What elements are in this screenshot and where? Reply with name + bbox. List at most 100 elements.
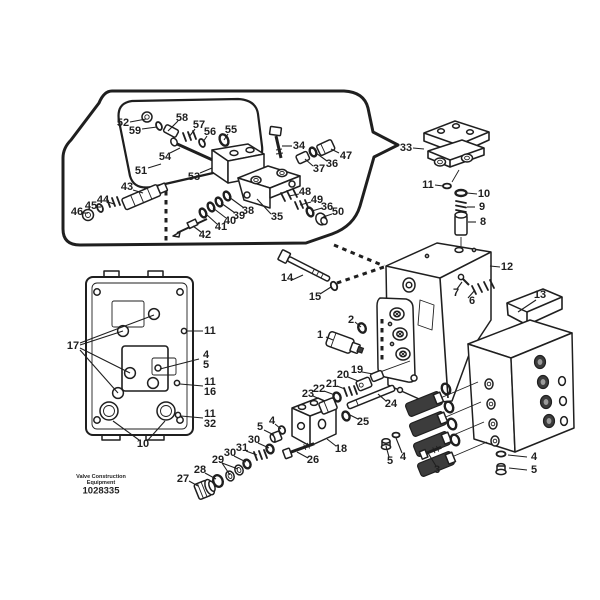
part-36-oring-upper xyxy=(308,146,318,158)
part-21-spring xyxy=(343,385,358,397)
leader-line-68 xyxy=(159,358,200,370)
part-label-5-59: 5 xyxy=(387,455,393,467)
leader-line-56 xyxy=(204,472,217,480)
part-label-39-20: 39 xyxy=(233,210,245,222)
part-label-36-11: 36 xyxy=(326,158,338,170)
part-label-10-29: 10 xyxy=(478,188,490,200)
leader-line-51 xyxy=(257,442,270,449)
leader-line-46 xyxy=(347,413,359,420)
part-label-16-67: 16 xyxy=(204,386,216,398)
part-6-spring xyxy=(471,279,495,295)
footer-line1: Valve Construction xyxy=(76,474,126,480)
leader-line-28 xyxy=(434,184,444,187)
leader-line-13 xyxy=(132,189,144,194)
part-label-20-41: 20 xyxy=(337,369,349,381)
mounting-plate xyxy=(85,270,194,441)
leader-line-47 xyxy=(326,438,337,447)
leader-line-8 xyxy=(199,167,213,174)
part-label-55-5: 55 xyxy=(225,124,237,136)
part-31-spring xyxy=(253,449,268,461)
part-40-ring xyxy=(206,201,216,213)
part-label-54-6: 54 xyxy=(159,151,172,163)
part-label-48-23: 48 xyxy=(299,186,311,198)
leader-line-45 xyxy=(377,393,387,402)
part-label-4-49: 4 xyxy=(269,415,276,427)
leader-line-2 xyxy=(167,120,179,132)
part-label-6-34: 6 xyxy=(469,295,475,307)
part-label-58-2: 58 xyxy=(176,112,188,124)
plate-port-10a xyxy=(99,401,119,421)
part-27-plug xyxy=(193,478,216,500)
part-52-plug xyxy=(141,111,153,123)
part-label-28-55: 28 xyxy=(194,464,206,476)
part-4-washer-low xyxy=(391,431,401,439)
part-label-44-14: 44 xyxy=(97,194,110,206)
leader-line-32 xyxy=(489,265,501,268)
part-label-33-27: 33 xyxy=(400,142,412,154)
part-label-21-42: 21 xyxy=(326,378,338,390)
part-label-52-0: 52 xyxy=(117,117,129,129)
part-label-5-61: 5 xyxy=(531,464,537,476)
part-label-56-4: 56 xyxy=(204,126,216,138)
plate-hole-17a xyxy=(147,307,161,321)
leader-line-36 xyxy=(291,274,304,281)
part-54-rod xyxy=(170,137,218,164)
leader-line-4 xyxy=(202,135,208,143)
part-label-23-44: 23 xyxy=(302,388,314,400)
part-label-35-22: 35 xyxy=(271,211,283,223)
leader-line-37 xyxy=(319,286,332,295)
part-41-ring xyxy=(198,207,208,219)
leader-line-69 xyxy=(179,383,204,387)
part-29-bushing-b xyxy=(225,470,235,482)
part-38-ring xyxy=(222,190,232,202)
solenoid-oring-1 xyxy=(440,382,452,396)
leader-line-58 xyxy=(427,452,437,467)
solenoid-1 xyxy=(404,391,445,417)
leader-line-44 xyxy=(312,395,325,402)
part-20-plug xyxy=(355,376,373,392)
leader-line-33 xyxy=(456,281,463,290)
part-25-oring xyxy=(341,410,351,422)
leader-line-3 xyxy=(188,128,196,138)
balloon-subassembly-51 xyxy=(141,111,265,184)
part-label-15-37: 15 xyxy=(309,291,321,303)
leader-line-7 xyxy=(147,163,162,169)
part-12-body xyxy=(376,237,492,404)
leader-line-19 xyxy=(212,207,227,219)
part-42-needle xyxy=(172,218,208,238)
leader-line-14 xyxy=(107,201,115,205)
leader-line-20 xyxy=(220,202,236,214)
part-label-38-21: 38 xyxy=(242,205,254,217)
part-label-9-30: 9 xyxy=(479,201,485,213)
part-46-plug xyxy=(81,208,95,222)
leader-line-18 xyxy=(205,213,218,225)
part-26-bolt xyxy=(282,442,315,460)
solenoid-2 xyxy=(408,411,449,437)
part-label-17-62: 17 xyxy=(67,340,79,352)
leader-line-72 xyxy=(147,420,166,441)
part-label-7-33: 7 xyxy=(453,287,459,299)
leader-line-61 xyxy=(507,454,528,458)
leader-line-10 xyxy=(330,148,340,154)
leader-line-24 xyxy=(299,201,312,206)
part-label-31-52: 31 xyxy=(236,442,248,454)
part-50-plug xyxy=(315,212,328,226)
part-19-cap xyxy=(369,369,385,383)
leader-lines xyxy=(79,118,537,487)
part-label-30-53: 30 xyxy=(224,447,236,459)
part-44-spring xyxy=(106,196,121,208)
body-boss-mid xyxy=(392,327,408,341)
part-58-piston xyxy=(162,124,180,138)
part-45-washer xyxy=(96,203,104,213)
part-label-18-47: 18 xyxy=(335,443,347,455)
part-label-53-8: 53 xyxy=(188,171,200,183)
leader-line-27 xyxy=(412,147,425,150)
part-13-block xyxy=(467,288,575,453)
part-29-bushing-a xyxy=(234,464,244,476)
leader-line-66 xyxy=(79,349,119,394)
part-label-10-70: 10 xyxy=(137,438,149,450)
leader-line-35 xyxy=(517,299,537,313)
leader-line-25 xyxy=(311,207,323,212)
part-53-block xyxy=(211,143,265,184)
dashed-line-2 xyxy=(336,265,385,285)
